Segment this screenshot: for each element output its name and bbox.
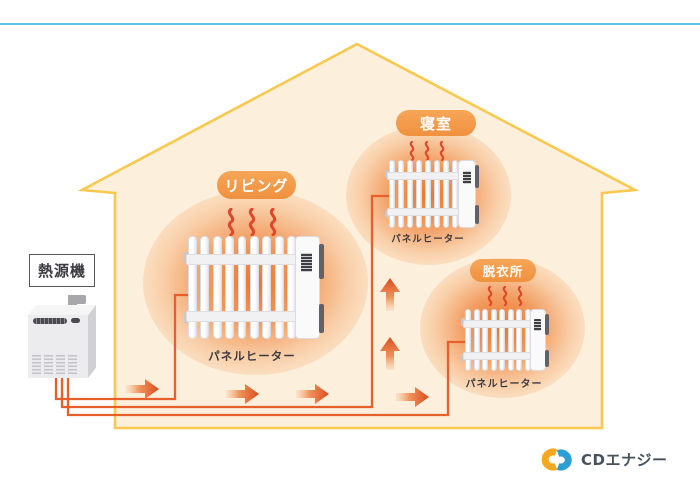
heater-bar-bottom xyxy=(463,352,533,361)
heater-display xyxy=(534,319,541,331)
flow-arrow-right-1 xyxy=(126,379,159,399)
flow-arrow-up-2 xyxy=(380,337,400,370)
heater-display xyxy=(301,253,312,272)
heat-source-label: 熱源機 xyxy=(37,262,86,280)
heater-control-panel xyxy=(295,236,320,339)
dressing-heater-caption: パネルヒーター xyxy=(465,379,543,390)
dressing-room-badge: 脱衣所 xyxy=(470,259,536,282)
heater-fins xyxy=(188,236,297,339)
unit-vent-slot xyxy=(33,318,67,324)
heat-source-unit xyxy=(24,290,104,390)
living-panel-heater xyxy=(184,236,324,339)
living-heat-waves-icon xyxy=(227,208,277,236)
heater-bar-bottom xyxy=(186,310,298,322)
dressing-heat-waves-icon xyxy=(487,286,523,306)
heater-bar-top xyxy=(186,253,298,265)
company-logo-text: CDエナジー xyxy=(581,450,668,469)
heater-control-panel xyxy=(530,309,546,371)
cd-energy-logo-icon xyxy=(541,448,572,470)
heater-knob-top xyxy=(545,314,549,335)
heater-fins xyxy=(389,160,458,228)
bedroom-panel-heater xyxy=(385,160,479,228)
heater-fins xyxy=(465,309,531,371)
pipe-to-living xyxy=(54,293,192,401)
flow-arrow-right-3 xyxy=(296,384,329,404)
pipe-to-bedroom xyxy=(60,194,391,409)
dressing-room-badge-label: 脱衣所 xyxy=(482,264,524,279)
heater-control-panel xyxy=(458,160,476,228)
bedroom-heater-caption: パネルヒーター xyxy=(391,234,465,245)
unit-side-face xyxy=(88,305,96,378)
heater-knob-top xyxy=(475,165,479,188)
heater-knob-bottom xyxy=(545,350,549,367)
dressing-panel-heater xyxy=(461,309,549,371)
heater-knob-bottom xyxy=(319,304,324,333)
heater-knob-bottom xyxy=(475,205,479,224)
unit-grille xyxy=(32,354,80,374)
heater-knob-top xyxy=(319,244,324,279)
bedroom-badge-label: 寝室 xyxy=(419,114,452,133)
flow-arrow-right-4 xyxy=(396,387,429,407)
top-divider-line xyxy=(0,23,700,25)
bedroom-badge: 寝室 xyxy=(396,110,476,136)
unit-vent-dash xyxy=(71,318,80,323)
heater-bar-top xyxy=(387,171,460,180)
vent-pipe-elbow xyxy=(68,295,86,304)
heat-source-label-box: 熱源機 xyxy=(29,254,95,287)
heater-bar-bottom xyxy=(387,208,460,217)
pipe-to-dressing xyxy=(66,340,466,417)
company-logo: CDエナジー xyxy=(538,444,698,474)
living-room-badge: リビング xyxy=(217,171,296,199)
bedroom-heat-waves-icon xyxy=(409,141,445,161)
unit-top-face xyxy=(28,305,96,315)
living-heater-caption: パネルヒーター xyxy=(208,349,296,363)
heater-display xyxy=(462,171,471,184)
flow-arrow-right-2 xyxy=(226,384,259,404)
flow-arrow-up-1 xyxy=(380,278,400,311)
living-room-badge-label: リビング xyxy=(224,176,289,195)
heater-bar-top xyxy=(463,319,533,328)
